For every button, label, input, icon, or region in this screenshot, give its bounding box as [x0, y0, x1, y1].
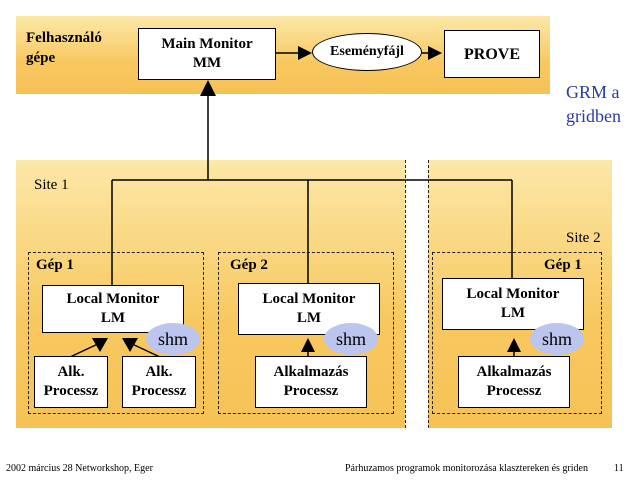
- user-machine-label-line2: gépe: [26, 50, 56, 66]
- site1-gep1-shm: shm: [146, 323, 200, 355]
- grm-note-line2: gridben: [566, 106, 621, 126]
- user-machine-label: Felhasználó gépe: [26, 28, 126, 68]
- site1-gep2-proc-line2: Processz: [283, 383, 339, 399]
- footer-left: 2002 március 28 Networkshop, Eger: [6, 463, 153, 474]
- site2-gep1-proc-line2: Processz: [486, 383, 542, 399]
- site2-gep1-frame: [432, 252, 602, 414]
- site2-gep1-process: Alkalmazás Processz: [458, 356, 570, 408]
- site1-gep1-proc-a-line1: Alk.: [57, 364, 85, 380]
- site1-label: Site 1: [34, 177, 69, 193]
- site1-gep2-proc-line1: Alkalmazás: [273, 364, 349, 380]
- site2-gep1-lm-line2: LM: [500, 305, 526, 321]
- site1-gep1-process-b: Alk. Processz: [122, 356, 196, 408]
- site1-gep1-proc-b-line2: Processz: [131, 383, 187, 399]
- site1-gep1-proc-a-line2: Processz: [43, 383, 99, 399]
- site2-divider: [428, 160, 429, 428]
- site1-gep1-proc-b-line1: Alk.: [145, 364, 173, 380]
- site1-gep1-process-a: Alk. Processz: [34, 356, 108, 408]
- site2-gep1-shm-label: shm: [541, 328, 572, 349]
- main-monitor-line2: MM: [192, 55, 222, 71]
- site2-gep1-shm: shm: [530, 323, 584, 355]
- site1-gep1-frame: [28, 252, 204, 414]
- site1-gep2-frame: [218, 252, 394, 414]
- site2-gep1-local-monitor: Local Monitor LM: [442, 278, 584, 330]
- site1-gep2-local-monitor: Local Monitor LM: [238, 283, 380, 335]
- site2-gep1-label: Gép 1: [544, 257, 582, 273]
- site1-divider: [405, 160, 406, 428]
- site1-gep2-lm-line1: Local Monitor: [262, 291, 356, 307]
- event-file-ellipse: Eseményfájl: [312, 33, 422, 71]
- grm-note: GRM a gridben: [566, 80, 636, 128]
- event-file-label: Eseményfájl: [330, 44, 404, 59]
- user-machine-label-line1: Felhasználó: [26, 30, 102, 46]
- site1-gep2-lm-line2: LM: [296, 310, 322, 326]
- footer-page-number: 11: [614, 463, 624, 474]
- main-monitor-box: Main Monitor MM: [138, 28, 276, 80]
- site1-gep1-lm-line1: Local Monitor: [66, 291, 160, 307]
- footer-center: Párhuzamos programok monitorozása klaszt…: [345, 463, 588, 474]
- site1-gep1-lm-line2: LM: [100, 310, 126, 326]
- prove-box: PROVE: [444, 30, 540, 78]
- site1-gep1-label: Gép 1: [36, 257, 74, 273]
- main-monitor-line1: Main Monitor: [161, 36, 253, 52]
- site2-label: Site 2: [566, 230, 601, 246]
- grm-note-line1: GRM a: [566, 82, 620, 102]
- prove-label: PROVE: [464, 45, 520, 63]
- site1-gep1-shm-label: shm: [157, 328, 188, 349]
- site1-gep2-shm-label: shm: [335, 328, 366, 349]
- site1-gep2-shm: shm: [324, 323, 378, 355]
- site2-gep1-proc-line1: Alkalmazás: [476, 364, 552, 380]
- site2-gep1-lm-line1: Local Monitor: [466, 286, 560, 302]
- site1-gep2-label: Gép 2: [230, 257, 268, 273]
- site1-gep2-process: Alkalmazás Processz: [255, 356, 367, 408]
